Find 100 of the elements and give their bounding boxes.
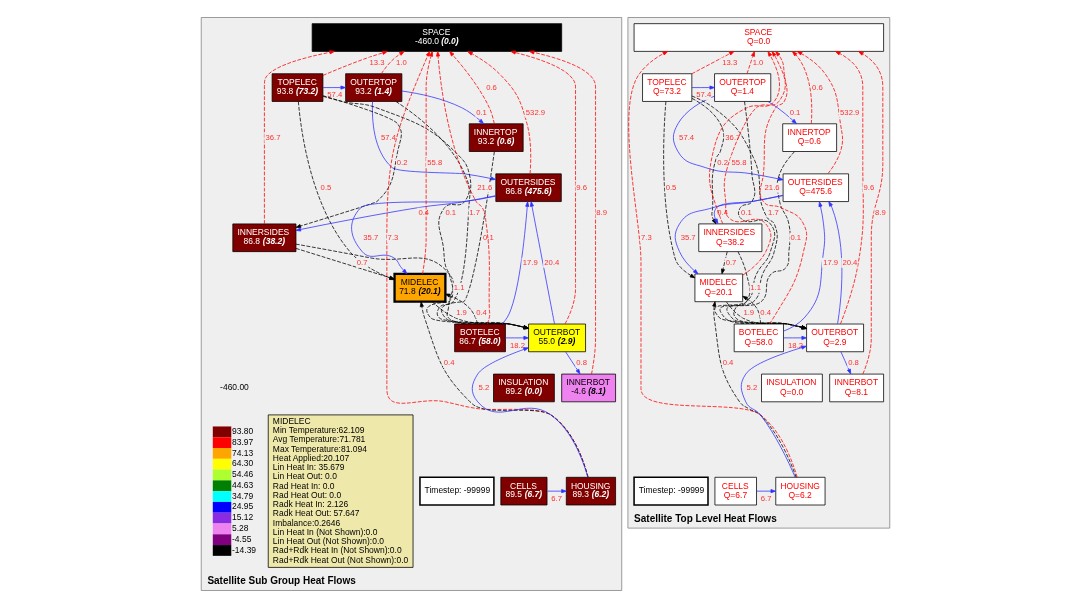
arrow (372, 101, 496, 181)
edge-label: 6.7 (760, 493, 772, 503)
arrow (628, 51, 798, 478)
arrow (547, 489, 567, 494)
node-box: INNERSIDES Q=38.2 (698, 223, 763, 252)
arrow (431, 301, 529, 330)
edge-label: 0.4 (476, 308, 487, 318)
edge-label: 1.7 (469, 208, 480, 218)
arrow (712, 301, 797, 478)
edge-label: 1.1 (453, 283, 465, 293)
arrow (445, 293, 479, 325)
edge-label: 0.1 (790, 233, 802, 243)
arrow (828, 201, 843, 325)
node-box: INNERSIDES 86.8 (38.2) (232, 223, 297, 252)
node-box: BOTELEC 86.7 (58.0) (454, 323, 506, 353)
edge-label: 0.8 (848, 358, 859, 368)
edge-label: 57.4 (327, 90, 343, 100)
node-box: OUTERTOP Q=1.4 (714, 73, 772, 102)
arrow (674, 195, 784, 275)
node-box: MIDELEC Q=20.1 (694, 273, 744, 303)
node-box: Timestep: -99999 (419, 476, 495, 506)
arrow (295, 95, 402, 228)
edge-label: 0.2 (717, 157, 728, 167)
edge-label: 55.8 (427, 157, 443, 167)
edge-label: 7.3 (641, 233, 652, 243)
edge-label: 0.4 (722, 358, 734, 368)
node-box: OUTERTOP 93.2 (1.4) (345, 73, 403, 102)
legend-label: 64.30 (232, 458, 254, 469)
arrow (401, 90, 484, 124)
edge-label: 8.9 (875, 208, 886, 218)
arrow (529, 201, 555, 325)
edge-label: 0.5 (320, 183, 332, 193)
edge-label: 8.9 (596, 208, 608, 218)
arrow (746, 51, 755, 74)
legend-label: 44.63 (232, 479, 254, 490)
arrow (783, 201, 826, 332)
edge-label: 5.2 (746, 383, 758, 393)
node-box: OUTERBOT 55.0 (2.9) (528, 323, 586, 353)
edge-label: 0.4 (717, 208, 728, 218)
arrow (295, 243, 529, 330)
arrow (858, 51, 884, 375)
edge-label: 0.4 (443, 358, 455, 368)
edge-label: 35.7 (363, 233, 379, 243)
edge-label: 0.2 (396, 157, 408, 167)
edge-label: 9.6 (863, 183, 875, 193)
edge-label: 1.9 (743, 308, 755, 318)
arrow (792, 51, 813, 125)
edge-label: 17.9 (823, 258, 839, 268)
arrow (565, 351, 581, 375)
edge-label: 18.2 (510, 340, 526, 350)
legend-label: 5.28 (232, 523, 249, 534)
legend-label: 54.46 (232, 469, 254, 480)
legend-label: 74.13 (232, 447, 254, 458)
edge-label: 57.4 (696, 90, 712, 100)
edge-label: 57.4 (679, 132, 695, 142)
node-box: TOPELEC Q=73.2 (642, 73, 693, 102)
legend-label: -4.55 (232, 533, 252, 544)
edge-label: 0.4 (760, 308, 772, 318)
arrow (449, 51, 495, 125)
arrow (783, 335, 807, 340)
arrow (505, 335, 529, 340)
node-box: BOTELEC Q=58.0 (733, 323, 784, 353)
arrow (756, 489, 776, 494)
arrow (691, 51, 735, 75)
edge-label: 1.9 (456, 308, 467, 318)
edge-label: 0.7 (725, 258, 737, 268)
node-box: CELLS Q=6.7 (714, 476, 757, 506)
edge-label: 9.6 (576, 183, 587, 193)
edge-label: 35.7 (680, 233, 696, 243)
edge-label: 36.7 (265, 132, 281, 142)
arrow (767, 101, 797, 124)
edge-label: 17.9 (522, 258, 538, 268)
label: -460.00 (220, 382, 249, 393)
node-box: INSULATION Q=0.0 (761, 373, 823, 403)
edge-label: 0.7 (356, 258, 368, 268)
node-box: MIDELEC 71.8 (20.1) (393, 272, 447, 303)
edge-label: 6.7 (551, 493, 562, 503)
arrow (322, 85, 346, 90)
node-box: HOUSING Q=6.2 (775, 476, 826, 506)
edge-label: 5.2 (478, 383, 490, 393)
legend-label: 24.95 (232, 501, 254, 512)
node-box: OUTERSIDES 86.8 (475.6) (495, 173, 562, 202)
edge-label: 1.1 (750, 283, 762, 293)
legend-label: 15.12 (232, 512, 254, 523)
legend-label: -14.39 (232, 544, 257, 555)
node-box: INNERBOT -4.6 (8.1) (561, 373, 616, 403)
node-box: INNERBOT Q=8.1 (829, 373, 884, 403)
arrow (510, 50, 576, 325)
arrow (322, 96, 529, 330)
edge-label: 55.8 (731, 157, 747, 167)
arrow (672, 95, 784, 181)
arrow (422, 51, 433, 275)
edge-label: 1.0 (752, 57, 764, 67)
edge-label: 0.1 (483, 233, 494, 243)
legend-label: 93.80 (232, 426, 254, 436)
legend-label: 34.79 (232, 490, 254, 501)
node-box: CELLS 89.5 (6.7) (500, 476, 548, 506)
edge-label: 21.6 (477, 183, 493, 193)
node-box: SPACE Q=0.0 (633, 23, 884, 52)
edge-label: 57.4 (381, 132, 397, 142)
